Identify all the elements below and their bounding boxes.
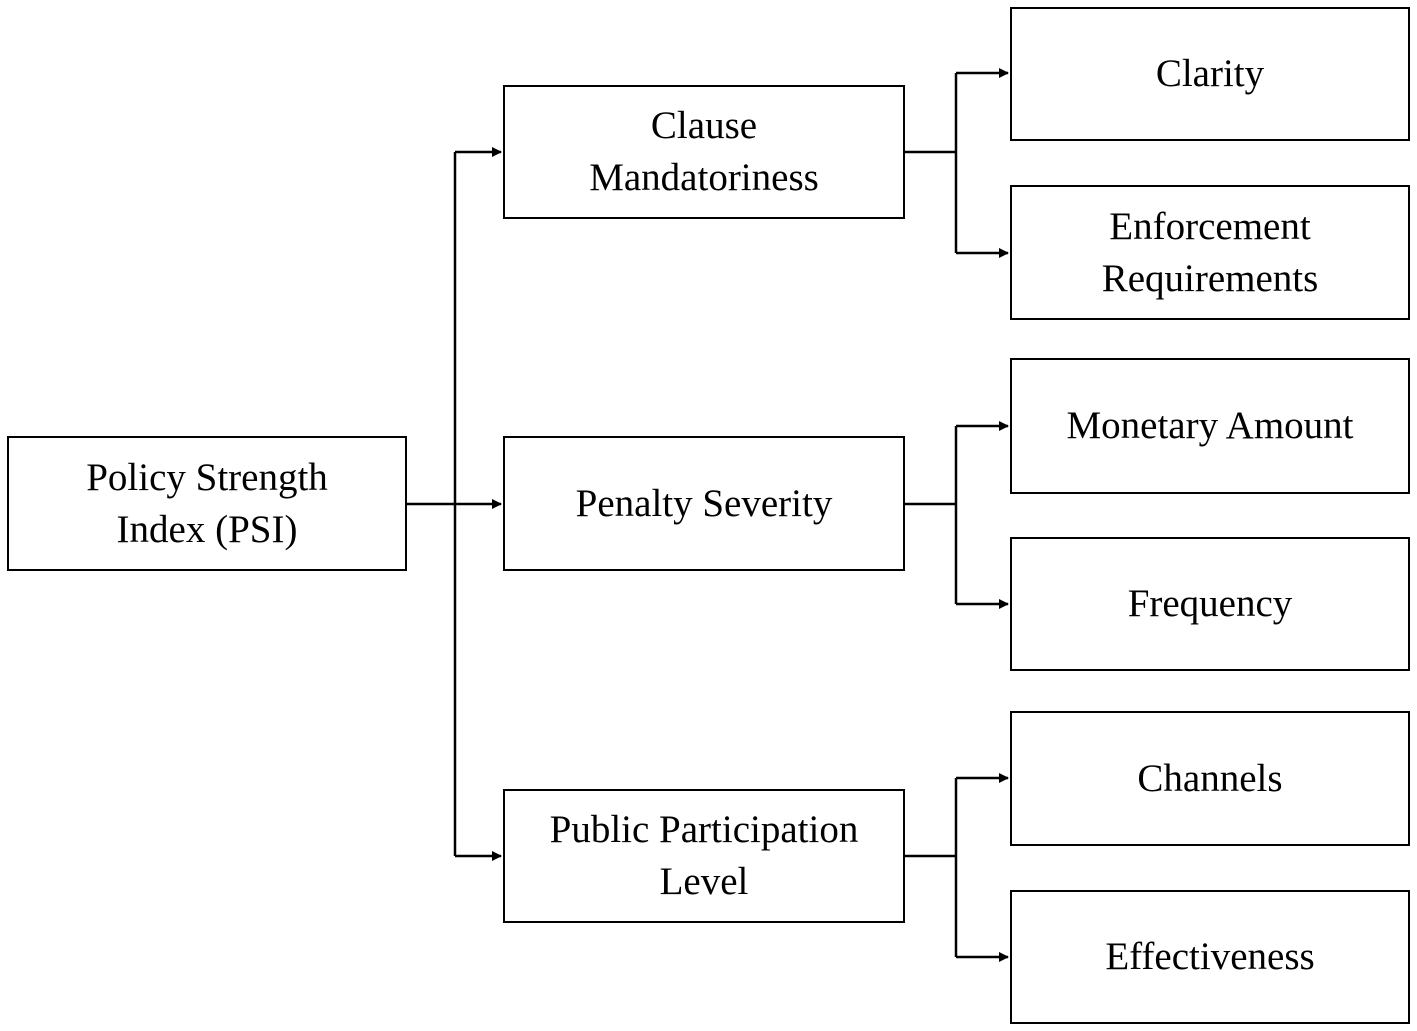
dimension-label: Penalty Severity — [576, 478, 833, 530]
indicator-label: Channels — [1137, 756, 1283, 800]
dimension-label-line-1: Penalty Severity — [575, 481, 833, 525]
indicator-label-line-2: Requirements — [1101, 256, 1319, 300]
root-node-psi: Policy Strength Index (PSI) — [7, 436, 407, 571]
indicator-node-monetary-amount: Monetary Amount — [1010, 358, 1410, 494]
indicator-label: Enforcement Requirements — [1102, 201, 1319, 305]
indicator-node-channels: Channels — [1010, 711, 1410, 846]
dimension-label-line-1: Public Participation — [549, 808, 859, 851]
dimension-label: Clause Mandatoriness — [589, 100, 819, 204]
dimension-node-public-participation-level: Public Participation Level — [503, 789, 905, 923]
indicator-node-frequency: Frequency — [1010, 537, 1410, 671]
dimension-node-penalty-severity: Penalty Severity — [503, 436, 905, 571]
root-label-line-2: Index (PSI) — [116, 507, 298, 551]
indicator-label: Frequency — [1127, 582, 1293, 625]
indicator-node-enforcement-requirements: Enforcement Requirements — [1010, 185, 1410, 320]
indicator-label: Effectiveness — [1105, 935, 1315, 978]
indicator-node-clarity: Clarity — [1010, 7, 1410, 141]
dimension-node-clause-mandatoriness: Clause Mandatoriness — [503, 85, 905, 219]
indicator-label-line-1: Enforcement — [1109, 204, 1311, 248]
root-label-line-1: Policy Strength — [86, 455, 328, 499]
dimension-label-line-2: Mandatoriness — [589, 156, 819, 199]
indicator-node-effectiveness: Effectiveness — [1010, 890, 1410, 1024]
indicator-label: Clarity — [1155, 52, 1265, 95]
indicator-label: Monetary Amount — [1066, 404, 1354, 447]
dimension-label: Public Participation Level — [550, 804, 859, 908]
root-node-label: Policy Strength Index (PSI) — [86, 452, 328, 556]
dimension-label-line-2: Level — [659, 860, 749, 903]
dimension-label-line-1: Clause — [650, 104, 758, 147]
